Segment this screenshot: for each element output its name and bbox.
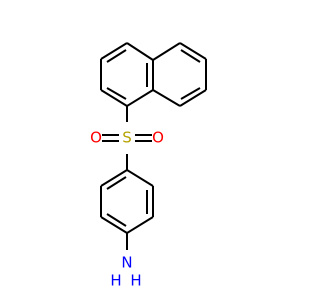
bond	[100, 42, 128, 60]
bond-double-inner	[106, 213, 127, 227]
chemical-structure-diagram: S O O N H H	[90, 42, 207, 290]
bond-double-inner	[180, 49, 201, 63]
bond	[100, 89, 128, 107]
bond-double-inner	[180, 87, 201, 100]
bond-double-inner	[106, 176, 127, 190]
nitrogen-atom-label: N	[121, 254, 132, 272]
aniline-ring	[100, 169, 154, 234]
bond	[100, 169, 128, 187]
bond	[179, 42, 207, 60]
bond	[126, 169, 154, 187]
hydrogen-atom-label: H	[130, 272, 141, 290]
bond-double-inner	[106, 49, 127, 63]
naphthalene-left-ring	[100, 42, 154, 107]
sulfonyl-oxygen-right-bond	[135, 134, 152, 142]
oxygen-right-atom-label: O	[152, 129, 164, 147]
sulfur-atom-label: S	[122, 129, 132, 147]
bond	[152, 42, 181, 61]
bond	[152, 89, 181, 107]
bond	[179, 89, 207, 107]
sulfonyl-oxygen-left-bond	[102, 134, 119, 142]
hydrogen-atom-label: H	[110, 272, 121, 290]
bond	[126, 42, 154, 61]
naphthalene-right-ring	[152, 42, 207, 107]
bond	[100, 216, 128, 234]
bond	[126, 216, 154, 234]
bond-double-inner	[106, 87, 127, 100]
oxygen-left-atom-label: O	[90, 129, 102, 147]
bond	[126, 89, 154, 107]
